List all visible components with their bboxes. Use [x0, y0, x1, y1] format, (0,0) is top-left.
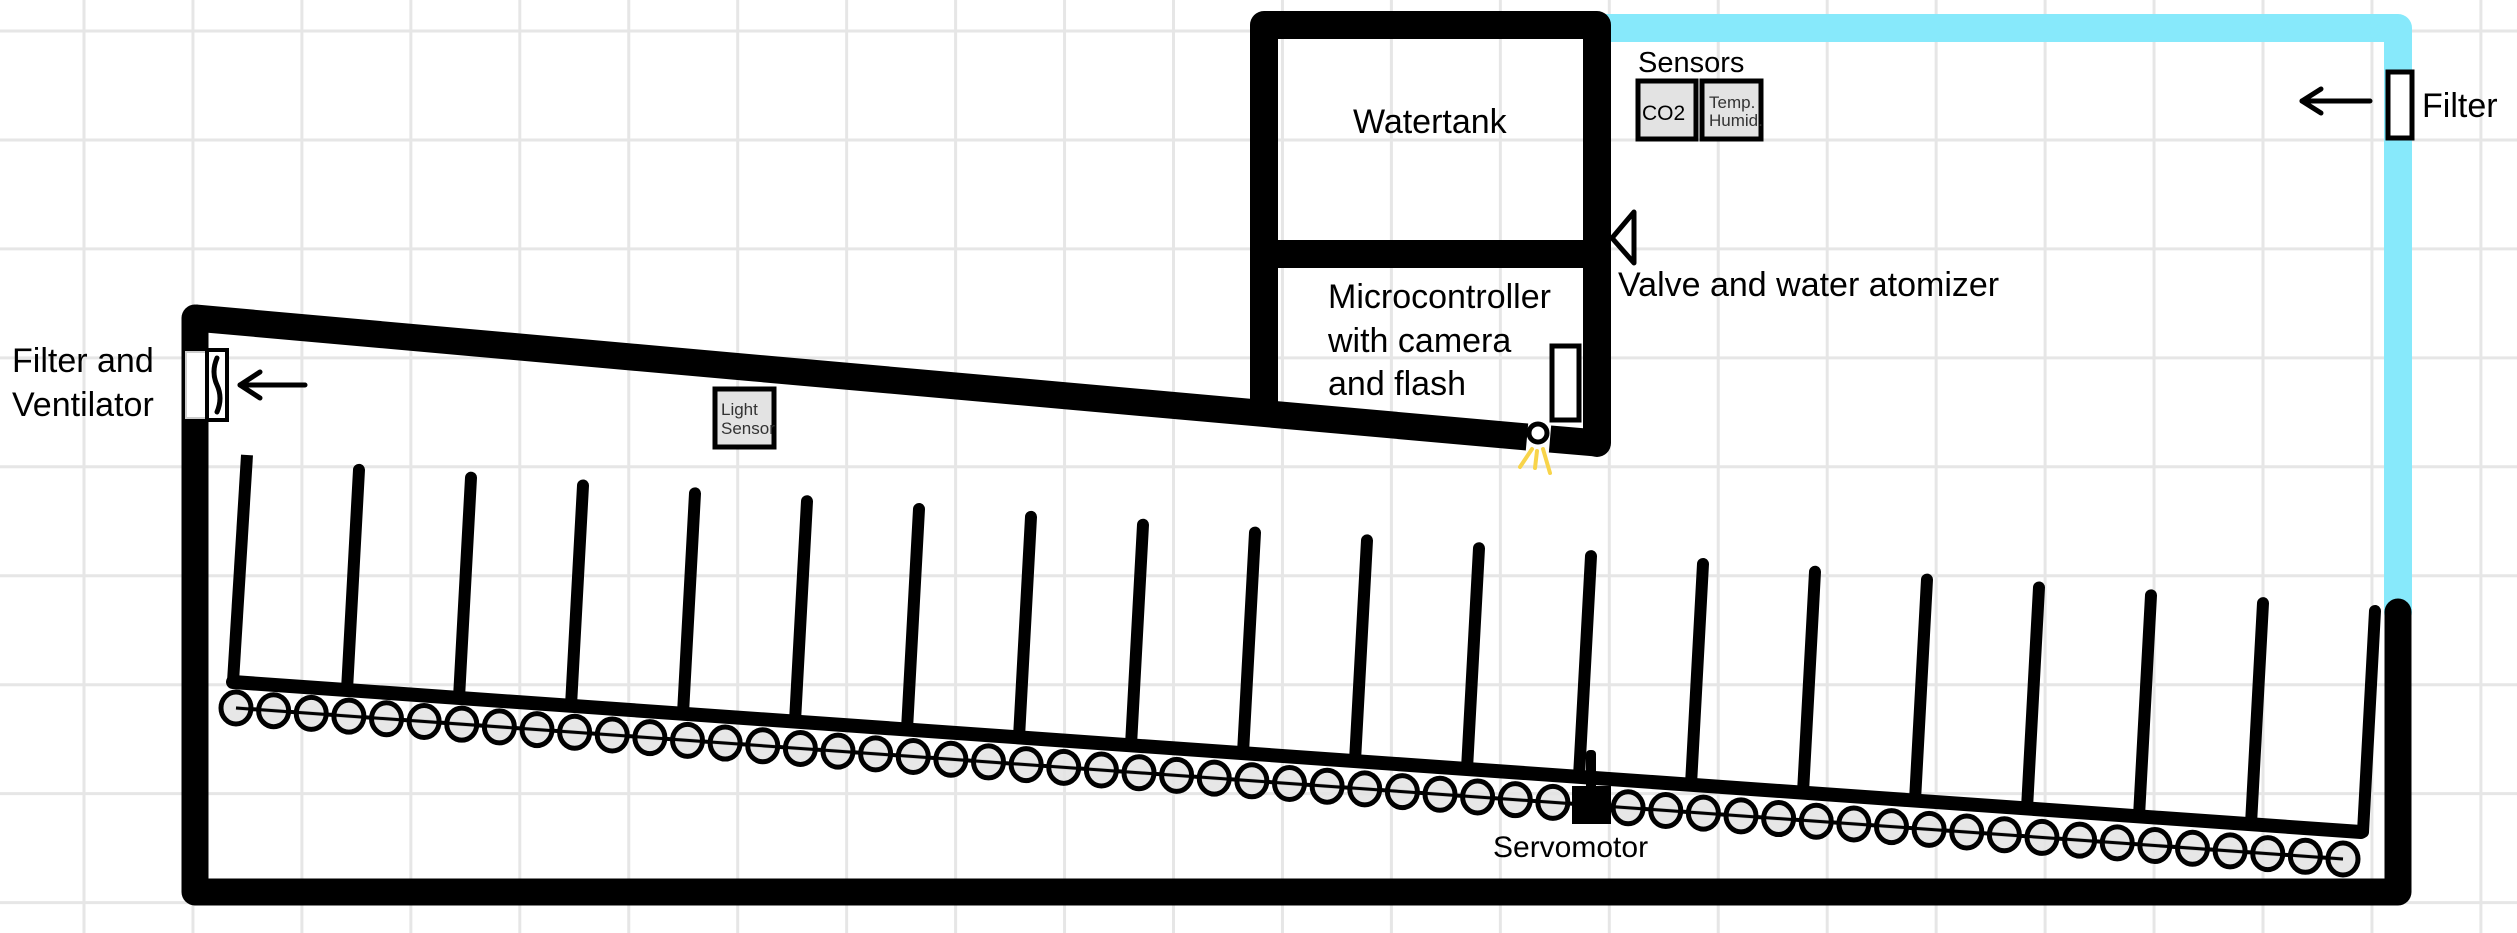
duct-filter	[2385, 69, 2415, 141]
light-sensor-label-1: Light	[721, 400, 758, 419]
valve-label: Valve and water atomizer	[1618, 266, 1999, 304]
rack-post	[227, 454, 253, 683]
rack-post	[1125, 518, 1149, 752]
rack-post	[789, 495, 813, 728]
humid-label: Humid.	[1709, 111, 1763, 130]
air-duct	[1586, 14, 2412, 626]
watertank-label: Watertank	[1353, 103, 1508, 141]
co2-sensor	[1635, 78, 1699, 142]
filter-ventilator-label-1: Filter and	[12, 342, 154, 380]
conveyor-rollers	[218, 689, 2361, 878]
microcontroller-label-2: with camera	[1327, 322, 1511, 360]
rack-post	[1013, 510, 1037, 744]
watertank-housing	[1250, 11, 1611, 457]
filter-ventilator-label-2: Ventilator	[12, 386, 154, 424]
rack-post	[1685, 557, 1709, 791]
rack-post	[2133, 589, 2157, 823]
co2-sensor-label: CO2	[1642, 102, 1685, 125]
flash-light-rays	[1518, 447, 1552, 475]
microcontroller-label-1: Microcontroller	[1328, 278, 1551, 316]
servomotor-label: Servomotor	[1493, 831, 1648, 864]
rack-post	[2357, 605, 2381, 838]
rack-post	[1573, 550, 1597, 783]
enclosure-wall	[181, 304, 2412, 906]
rack-post	[1349, 534, 1373, 767]
rack-post	[901, 503, 925, 736]
airflow-arrow-icon	[2299, 86, 2373, 116]
roller-axis	[235, 706, 2344, 861]
enclosure-roof	[193, 304, 1529, 451]
temp-humid-sensor	[1699, 78, 1764, 142]
flash-icon	[1526, 421, 1550, 445]
temp-label: Temp.	[1709, 93, 1755, 112]
rack-base	[226, 675, 2368, 839]
rack-post	[1237, 526, 1261, 760]
rack-post	[341, 463, 365, 696]
rack-post	[1797, 565, 1821, 799]
microcontroller-label-3: and flash	[1328, 365, 1466, 403]
rack-post	[1461, 542, 1485, 775]
light-sensor-label-2: Sensor	[721, 419, 775, 438]
sensors-label: Sensors	[1638, 47, 1744, 79]
servomotor	[1572, 786, 1611, 824]
fan-blade-icon	[211, 355, 223, 415]
plant-rack	[226, 454, 2381, 839]
rack-post	[677, 487, 701, 720]
rack-post	[565, 479, 589, 712]
filter-label: Filter	[2422, 87, 2498, 125]
rack-post	[2245, 597, 2269, 831]
inlet-filter	[185, 351, 207, 419]
rack-post	[453, 471, 477, 704]
rack-post	[2021, 581, 2045, 815]
airflow-arrow-icon	[237, 369, 308, 401]
valve-atomizer-icon	[1609, 209, 1637, 266]
camera-module	[1549, 343, 1582, 423]
servomotor-shaft	[1586, 750, 1596, 790]
rack-post	[1909, 573, 1933, 807]
light-sensor	[712, 386, 777, 450]
